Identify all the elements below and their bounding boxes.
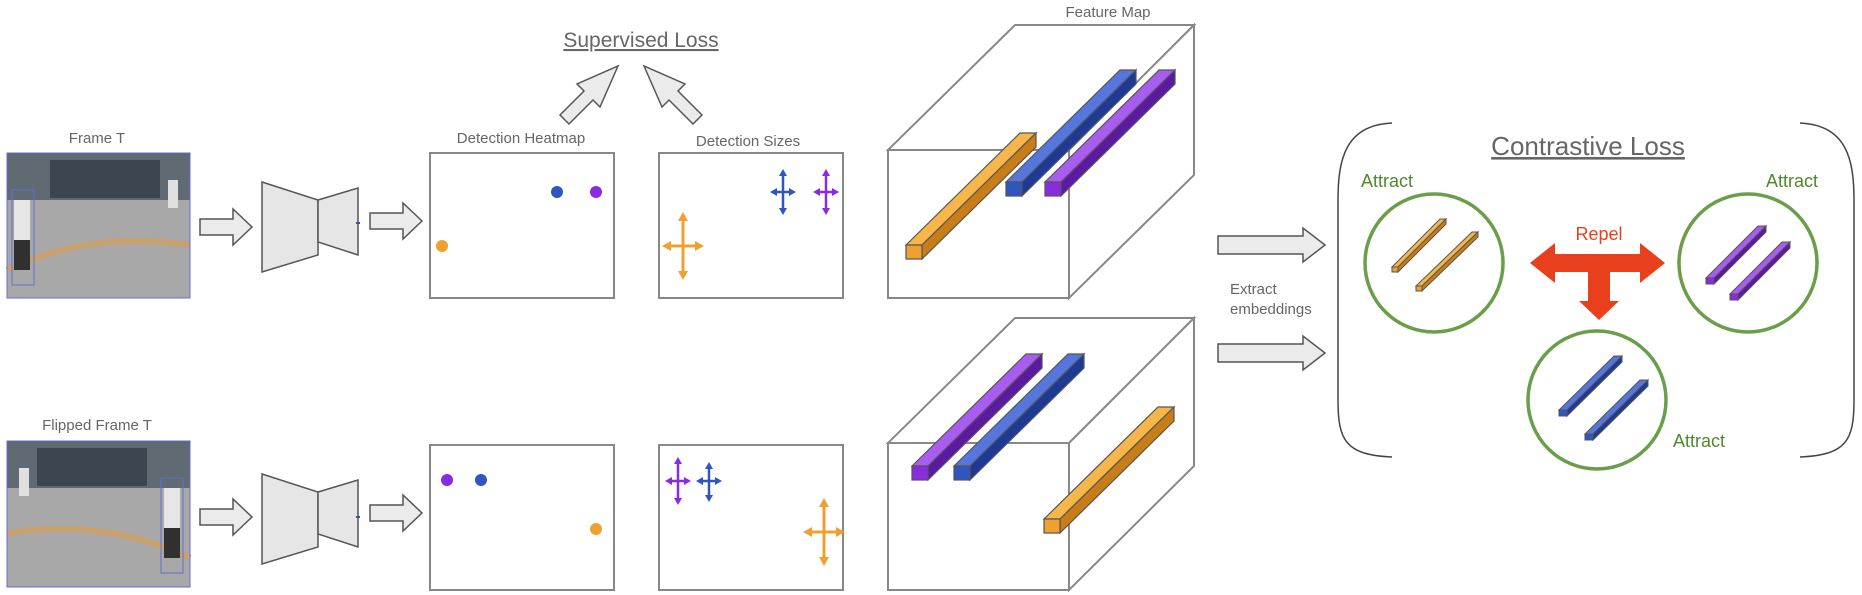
feature-map-top [885, 22, 1197, 301]
arrow-flipped-to-net [199, 497, 254, 537]
frame-image [5, 152, 191, 299]
arrow-extract-bottom [1217, 334, 1327, 372]
feature-bar-purple-bottom [910, 352, 1044, 482]
repel-label: Repel [1575, 224, 1622, 244]
repel-arrow [1530, 243, 1665, 320]
extract-label-line2: embeddings [1230, 301, 1312, 318]
feature-bar-orange-bottom [1042, 405, 1176, 535]
arrow-heatmap-to-loss [558, 64, 620, 126]
network-encoder-decoder-bottom [261, 472, 360, 566]
frame-label: Frame T [69, 130, 125, 147]
arrow-sizes-to-loss [642, 64, 704, 126]
feature-bar-blue [1004, 68, 1138, 198]
feature-bar-orange [904, 131, 1038, 261]
contrastive-bracket [1337, 122, 1855, 458]
feature-bar-purple [1043, 68, 1177, 198]
feature-map-label: Feature Map [1065, 4, 1150, 21]
supervised-loss-label: Supervised Loss [563, 29, 718, 52]
detection-heatmap-bottom [429, 444, 615, 591]
arrow-net-to-heatmap-bottom [369, 493, 424, 533]
feature-map-bottom [885, 315, 1197, 593]
arrow-extract-top [1217, 226, 1327, 264]
detection-sizes-label: Detection Sizes [696, 133, 800, 150]
attract-label-left: Attract [1361, 171, 1413, 191]
detection-sizes-bottom [658, 444, 845, 591]
flipped-frame-label: Flipped Frame T [42, 417, 152, 434]
extract-label-line1: Extract [1230, 281, 1278, 298]
network-encoder-decoder [261, 180, 360, 274]
cluster-orange [1363, 192, 1505, 334]
arrow-frame-to-net [199, 207, 254, 247]
arrow-net-to-heatmap [369, 201, 424, 241]
detection-sizes-top [658, 152, 844, 299]
contrastive-loss-label: Contrastive Loss [1491, 131, 1685, 161]
detection-heatmap-label: Detection Heatmap [457, 130, 585, 147]
attract-label-bottom: Attract [1673, 431, 1725, 451]
detection-heatmap-top [429, 152, 615, 299]
attract-label-right: Attract [1766, 171, 1818, 191]
feature-bar-blue-bottom [952, 352, 1086, 482]
flipped-frame-image [6, 440, 192, 588]
cluster-blue [1526, 329, 1668, 471]
cluster-purple [1677, 192, 1819, 334]
